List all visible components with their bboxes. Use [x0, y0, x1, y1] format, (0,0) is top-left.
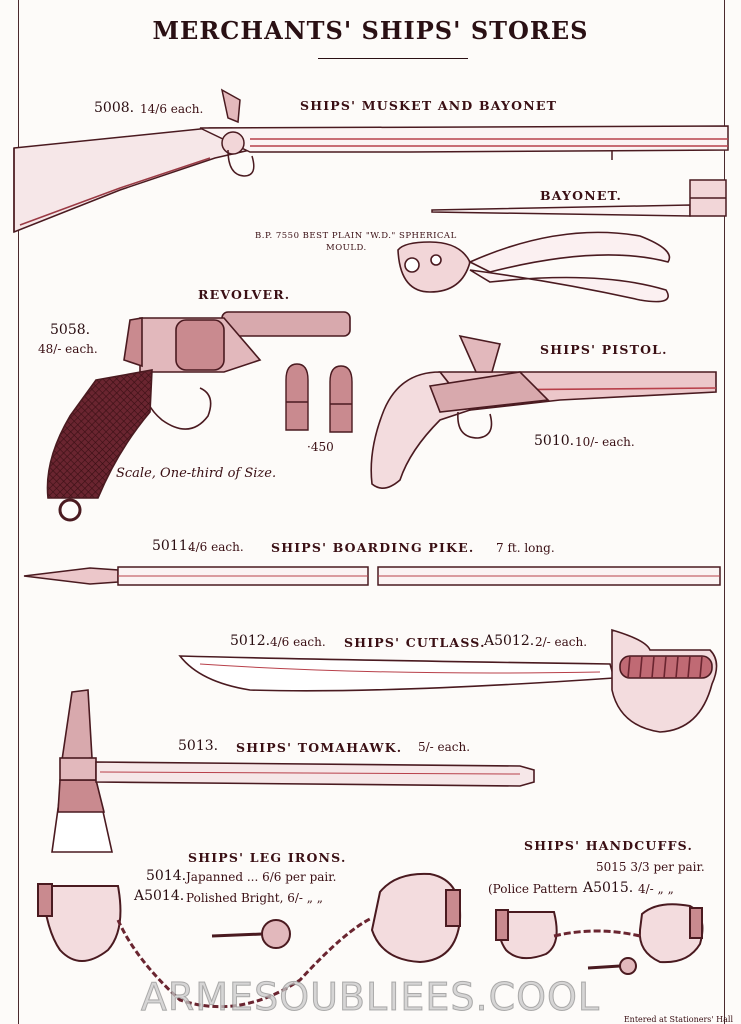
mould-caption-line2: MOULD. — [326, 243, 367, 253]
title-rule — [318, 58, 468, 59]
page-border — [18, 0, 725, 1024]
handcuffs-line2-number: A5015. — [583, 880, 634, 896]
page-title: MERCHANTS' SHIPS' STORES — [152, 16, 589, 45]
musket-illustration — [13, 88, 729, 234]
revolver-scale-note: Scale, One-third of Size. — [116, 466, 277, 481]
cutlass-alt-number: A5012. — [484, 633, 535, 649]
pistol-number: 5010. — [534, 433, 575, 449]
pistol-price: 10/- each. — [575, 435, 635, 449]
handcuffs-line2-text: 4/- „ „ — [638, 882, 674, 896]
cutlass-number: 5012. — [230, 633, 271, 649]
pistol-illustration — [370, 334, 717, 489]
revolver-caption: REVOLVER. — [198, 287, 291, 302]
cutlass-alt-price: 2/- each. — [535, 635, 588, 649]
cutlass-illustration — [178, 628, 718, 733]
tomahawk-caption: SHIPS' TOMAHAWK. — [236, 740, 403, 755]
watermark: ARMESOUBLIEES.COOL — [140, 975, 601, 1020]
handcuffs-line2-prefix: (Police Pattern — [488, 882, 578, 896]
bayonet-illustration — [431, 179, 727, 217]
pike-length: 7 ft. long. — [496, 541, 555, 555]
revolver-number: 5058. — [50, 322, 91, 338]
tomahawk-number: 5013. — [178, 738, 219, 754]
leg-irons-line1-text: Japanned ... 6/6 per pair. — [186, 870, 337, 884]
tomahawk-price: 5/- each. — [418, 740, 471, 754]
mould-illustration — [397, 231, 671, 303]
revolver-price: 48/- each. — [38, 342, 98, 356]
mould-caption-line1: B.P. 7550 BEST PLAIN "W.D." SPHERICAL — [255, 231, 457, 241]
revolver-illustration — [46, 311, 351, 522]
musket-caption: SHIPS' MUSKET AND BAYONET — [300, 98, 558, 113]
handcuffs-illustration — [495, 903, 704, 975]
leg-irons-caption: SHIPS' LEG IRONS. — [188, 850, 347, 865]
cartridge-label: ·450 — [307, 440, 334, 454]
bayonet-caption: BAYONET. — [540, 188, 623, 203]
leg-irons-line1-number: 5014. — [146, 868, 187, 884]
leg-irons-line2-text: Polished Bright, 6/- „ „ — [186, 891, 324, 905]
cartridges-illustration — [285, 363, 353, 433]
musket-number: 5008. — [94, 100, 135, 116]
pike-caption: SHIPS' BOARDING PIKE. — [271, 540, 475, 555]
handcuffs-caption: SHIPS' HANDCUFFS. — [524, 838, 693, 853]
leg-irons-line2-number: A5014. — [134, 888, 185, 904]
cutlass-caption: SHIPS' CUTLASS. — [344, 635, 486, 650]
leg-irons-illustration — [37, 872, 462, 1009]
musket-price: 14/6 each. — [140, 102, 204, 116]
pike-number: 5011. — [152, 538, 193, 554]
tomahawk-illustration — [51, 689, 535, 853]
cutlass-price: 4/6 each. — [270, 635, 326, 649]
pike-illustration — [23, 566, 721, 586]
handcuffs-line1: 5015 3/3 per pair. — [596, 860, 705, 874]
pistol-caption: SHIPS' PISTOL. — [540, 342, 668, 357]
pike-price: 4/6 each. — [188, 540, 244, 554]
footer-note: Entered at Stationers' Hall — [623, 1015, 733, 1024]
